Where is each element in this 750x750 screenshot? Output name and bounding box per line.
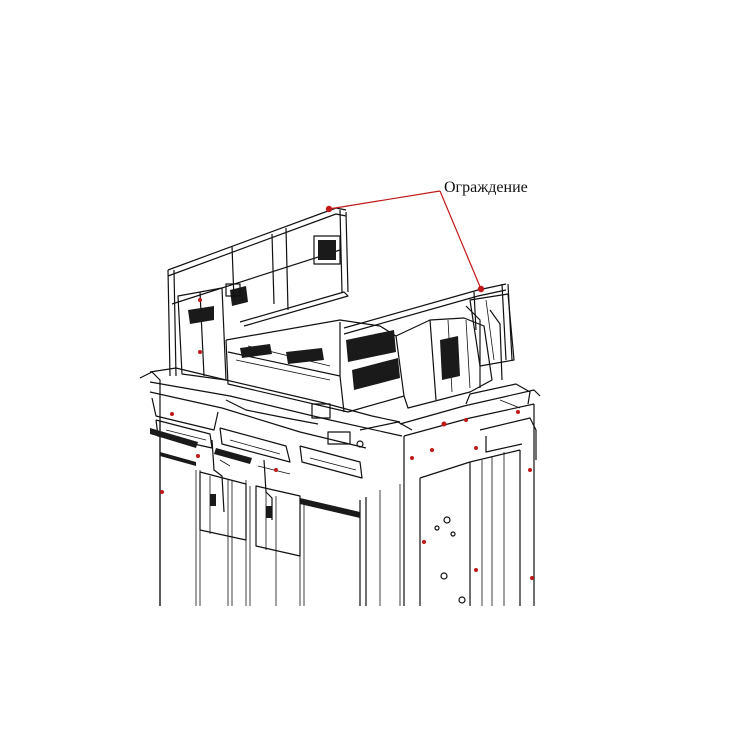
left-post: [177, 283, 248, 381]
guard-railing-rear: [167, 207, 349, 377]
left-cabinet: [139, 367, 403, 606]
door-runner-hatch: [150, 428, 360, 518]
machine-deck: [225, 317, 493, 448]
right-tower: [399, 383, 541, 606]
callout-leader-lines: [328, 190, 482, 290]
guard-railing-side: [343, 283, 515, 388]
callout-label: Ограждение: [444, 179, 528, 196]
